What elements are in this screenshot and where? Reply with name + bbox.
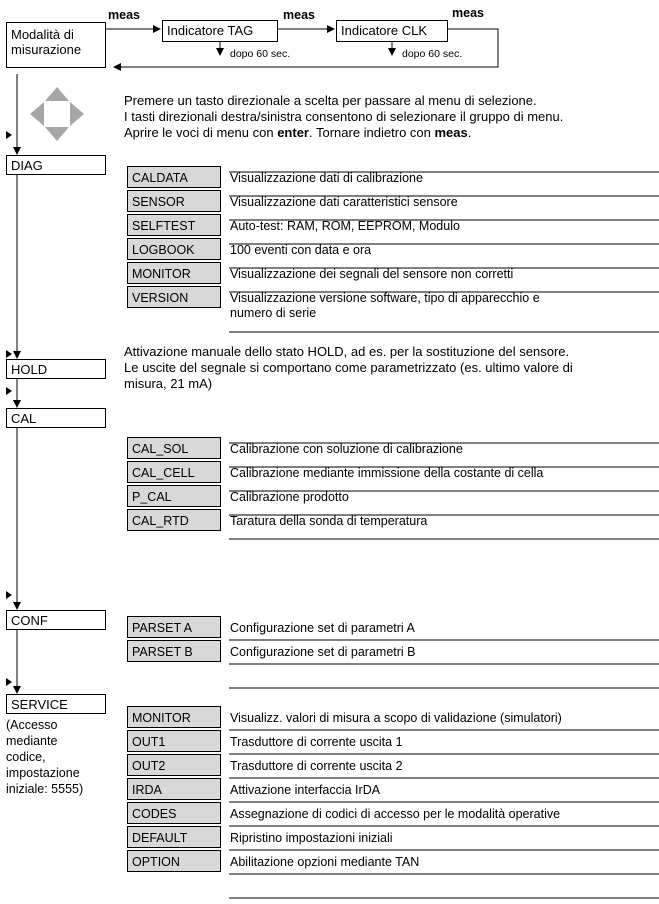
- meas-label-3: meas: [452, 6, 484, 20]
- service-item-irda[interactable]: IRDA: [127, 778, 221, 800]
- service-item-description: Visualizz. valori di misura a scopo di v…: [230, 711, 562, 725]
- cal-item-cal-sol[interactable]: CAL_SOL: [127, 437, 221, 459]
- meas-key-label: meas: [434, 125, 468, 140]
- service-access-note: (Accesso mediante codice, impostazione i…: [6, 718, 84, 796]
- menu-cal[interactable]: CAL: [6, 408, 106, 428]
- diag-item-logbook[interactable]: LOGBOOK: [127, 238, 221, 260]
- diag-item-description: Auto-test: RAM, ROM, EEPROM, Modulo: [230, 219, 460, 233]
- service-item-description: Trasduttore di corrente uscita 1: [230, 735, 403, 749]
- direction-pad-icon: [30, 87, 84, 141]
- conf-item-parset-b[interactable]: PARSET B: [127, 640, 221, 662]
- meas-label-2: meas: [283, 8, 315, 22]
- diag-item-version[interactable]: VERSION: [127, 286, 221, 308]
- diag-item-caldata[interactable]: CALDATA: [127, 166, 221, 188]
- diag-item-description: Visualizzazione dati caratteristici sens…: [230, 195, 458, 209]
- service-item-out1[interactable]: OUT1: [127, 730, 221, 752]
- measurement-mode-box: Modalità di misurazione: [6, 22, 106, 68]
- service-item-description: Ripristino impostazioni iniziali: [230, 831, 393, 845]
- cal-item-description: Calibrazione mediante immissione della c…: [230, 466, 544, 480]
- cal-item-description: Calibrazione prodotto: [230, 490, 349, 504]
- diag-item-description: 100 eventi con data e ora: [230, 243, 372, 257]
- tag-indicator-box: Indicatore TAG: [162, 20, 278, 42]
- intro-line-2: I tasti direzionali destra/sinistra cons…: [124, 109, 564, 124]
- clk-indicator-box: Indicatore CLK: [336, 20, 448, 42]
- menu-hold[interactable]: HOLD: [6, 359, 106, 379]
- cal-item-p-cal[interactable]: P_CAL: [127, 485, 221, 507]
- service-item-option[interactable]: OPTION: [127, 850, 221, 872]
- conf-item-description: Configurazione set di parametri B: [230, 645, 416, 659]
- intro-line-1: Premere un tasto direzionale a scelta pe…: [124, 93, 537, 108]
- cal-item-description: Taratura della sonda di temperatura: [230, 514, 428, 528]
- service-item-description: Trasduttore di corrente uscita 2: [230, 759, 403, 773]
- timeout-label-2: dopo 60 sec.: [402, 48, 463, 60]
- conf-item-parset-a[interactable]: PARSET A: [127, 616, 221, 638]
- diag-item-description: Visualizzazione dati di calibrazione: [230, 171, 423, 185]
- service-item-out2[interactable]: OUT2: [127, 754, 221, 776]
- service-item-codes[interactable]: CODES: [127, 802, 221, 824]
- service-item-monitor[interactable]: MONITOR: [127, 706, 221, 728]
- service-item-description: Assegnazione di codici di accesso per le…: [230, 807, 561, 821]
- service-item-description: Attivazione interfaccia IrDA: [230, 783, 381, 797]
- intro-text: Premere un tasto direzionale a scelta pe…: [124, 93, 563, 141]
- cal-item-description: Calibrazione con soluzione di calibrazio…: [230, 442, 463, 456]
- intro-line-3: Aprire le voci di menu con enter. Tornar…: [124, 125, 472, 140]
- diag-item-description: Visualizzazione dei segnali del sensore …: [230, 267, 514, 281]
- meas-label-1: meas: [108, 8, 140, 22]
- timeout-label-1: dopo 60 sec.: [230, 48, 291, 60]
- conf-item-description: Configurazione set di parametri A: [230, 621, 415, 635]
- diag-item-sensor[interactable]: SENSOR: [127, 190, 221, 212]
- menu-conf[interactable]: CONF: [6, 610, 106, 630]
- diag-item-description: Visualizzazione versione software, tipo …: [230, 291, 540, 320]
- service-item-description: Abilitazione opzioni mediante TAN: [230, 855, 420, 869]
- hold-description: Attivazione manuale dello stato HOLD, ad…: [124, 344, 573, 391]
- cal-item-cal-rtd[interactable]: CAL_RTD: [127, 509, 221, 531]
- cal-item-cal-cell[interactable]: CAL_CELL: [127, 461, 221, 483]
- menu-service[interactable]: SERVICE: [6, 694, 106, 714]
- service-item-default[interactable]: DEFAULT: [127, 826, 221, 848]
- enter-key-label: enter: [277, 125, 309, 140]
- menu-diag[interactable]: DIAG: [6, 155, 106, 175]
- diag-item-monitor[interactable]: MONITOR: [127, 262, 221, 284]
- diag-item-selftest[interactable]: SELFTEST: [127, 214, 221, 236]
